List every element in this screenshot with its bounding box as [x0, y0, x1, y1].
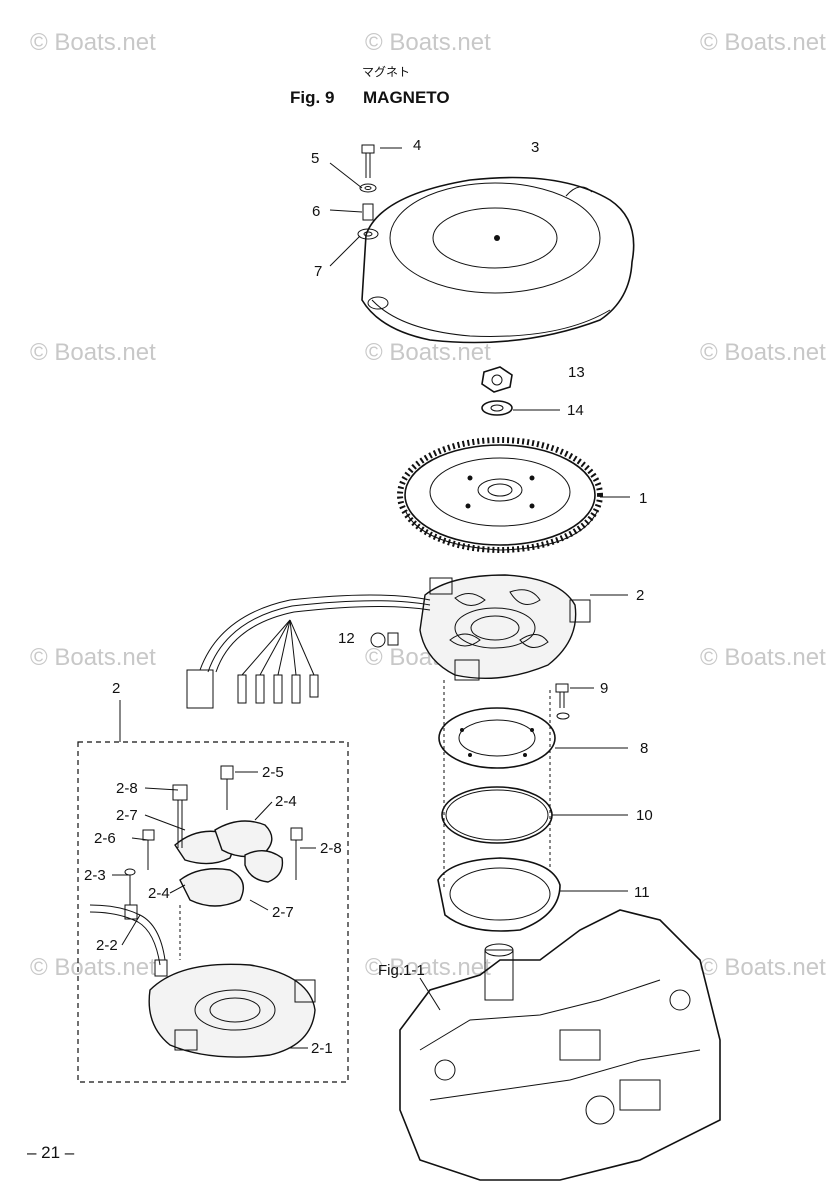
watermark-layer: © Boats.net © Boats.net © Boats.net © Bo… [30, 29, 826, 981]
flywheel [397, 437, 603, 553]
engine-block [399, 909, 721, 1181]
sub-callout-2-8-b: 2-8 [320, 840, 342, 857]
callout-7: 7 [314, 263, 322, 280]
sub-callout-2-4-a: 2-4 [148, 885, 170, 902]
bolt-4 [361, 144, 375, 178]
leader-lines [112, 147, 630, 1049]
stator-assembly [419, 574, 591, 681]
watermark: © Boats.net [700, 29, 826, 56]
sub-callout-2-1: 2-1 [311, 1040, 333, 1057]
sub-callout-2: 2 [112, 680, 120, 697]
washer-14 [481, 400, 513, 416]
callout-5: 5 [311, 150, 319, 167]
watermark: © Boats.net [700, 644, 826, 671]
page-number: – 21 – [27, 1143, 75, 1162]
watermark: © Boats.net [365, 954, 491, 981]
sub-callout-2-7-a: 2-7 [116, 807, 138, 824]
bolt-9 [555, 683, 570, 720]
sub-callout-labels: 2 2-1 2-2 2-3 2-4 2-4 2-5 2-6 2-7 2-7 2-… [84, 680, 342, 1057]
watermark: © Boats.net [30, 954, 156, 981]
sub-callout-2-4-b: 2-4 [275, 793, 297, 810]
sub-callout-2-3: 2-3 [84, 867, 106, 884]
callout-10: 10 [636, 807, 653, 824]
wire-harness [186, 594, 431, 709]
figure-number: Fig. 9 [290, 88, 334, 107]
stator-exploded-detail [89, 765, 316, 1058]
sub-callout-2-5: 2-5 [262, 764, 284, 781]
watermark: © Boats.net [30, 29, 156, 56]
callout-1: 1 [639, 490, 647, 507]
watermark: © Boats.net [365, 339, 491, 366]
callout-2: 2 [636, 587, 644, 604]
watermark: © Boats.net [30, 644, 156, 671]
grommet-7 [357, 228, 379, 240]
callout-3: 3 [531, 139, 539, 156]
nut-13 [481, 366, 513, 393]
callout-11: 11 [634, 884, 650, 901]
callout-13: 13 [568, 364, 585, 381]
callout-4: 4 [413, 137, 421, 154]
callout-14: 14 [567, 402, 584, 419]
collar-6 [362, 203, 374, 221]
callout-9: 9 [600, 680, 608, 697]
alignment-lines [443, 680, 551, 890]
callout-8: 8 [640, 740, 648, 757]
subtitle-jp: マグネト [362, 65, 410, 79]
watermark: © Boats.net [700, 954, 826, 981]
figure-title: MAGNETO [363, 88, 450, 107]
sub-callout-2-8-a: 2-8 [116, 780, 138, 797]
base-11 [437, 857, 561, 932]
sub-callout-2-2: 2-2 [96, 937, 118, 954]
callout-6: 6 [312, 203, 320, 220]
washer-5 [359, 183, 377, 193]
watermark: © Boats.net [365, 29, 491, 56]
o-ring-10 [441, 786, 553, 844]
flywheel-cover [361, 176, 635, 344]
stator-plate-8 [438, 707, 556, 769]
sub-callout-2-6: 2-6 [94, 830, 116, 847]
reference-label: Fig.1-1 [378, 962, 425, 979]
screw-12 [370, 632, 399, 648]
stator-detail-box [77, 700, 349, 1083]
sub-callout-2-7-b: 2-7 [272, 904, 294, 921]
watermark: © Boats.net [700, 339, 826, 366]
watermark: © Boats.net [30, 339, 156, 366]
callout-12: 12 [338, 630, 355, 647]
callout-labels: 1 2 3 4 5 6 7 8 9 10 11 12 13 14 [311, 137, 653, 901]
